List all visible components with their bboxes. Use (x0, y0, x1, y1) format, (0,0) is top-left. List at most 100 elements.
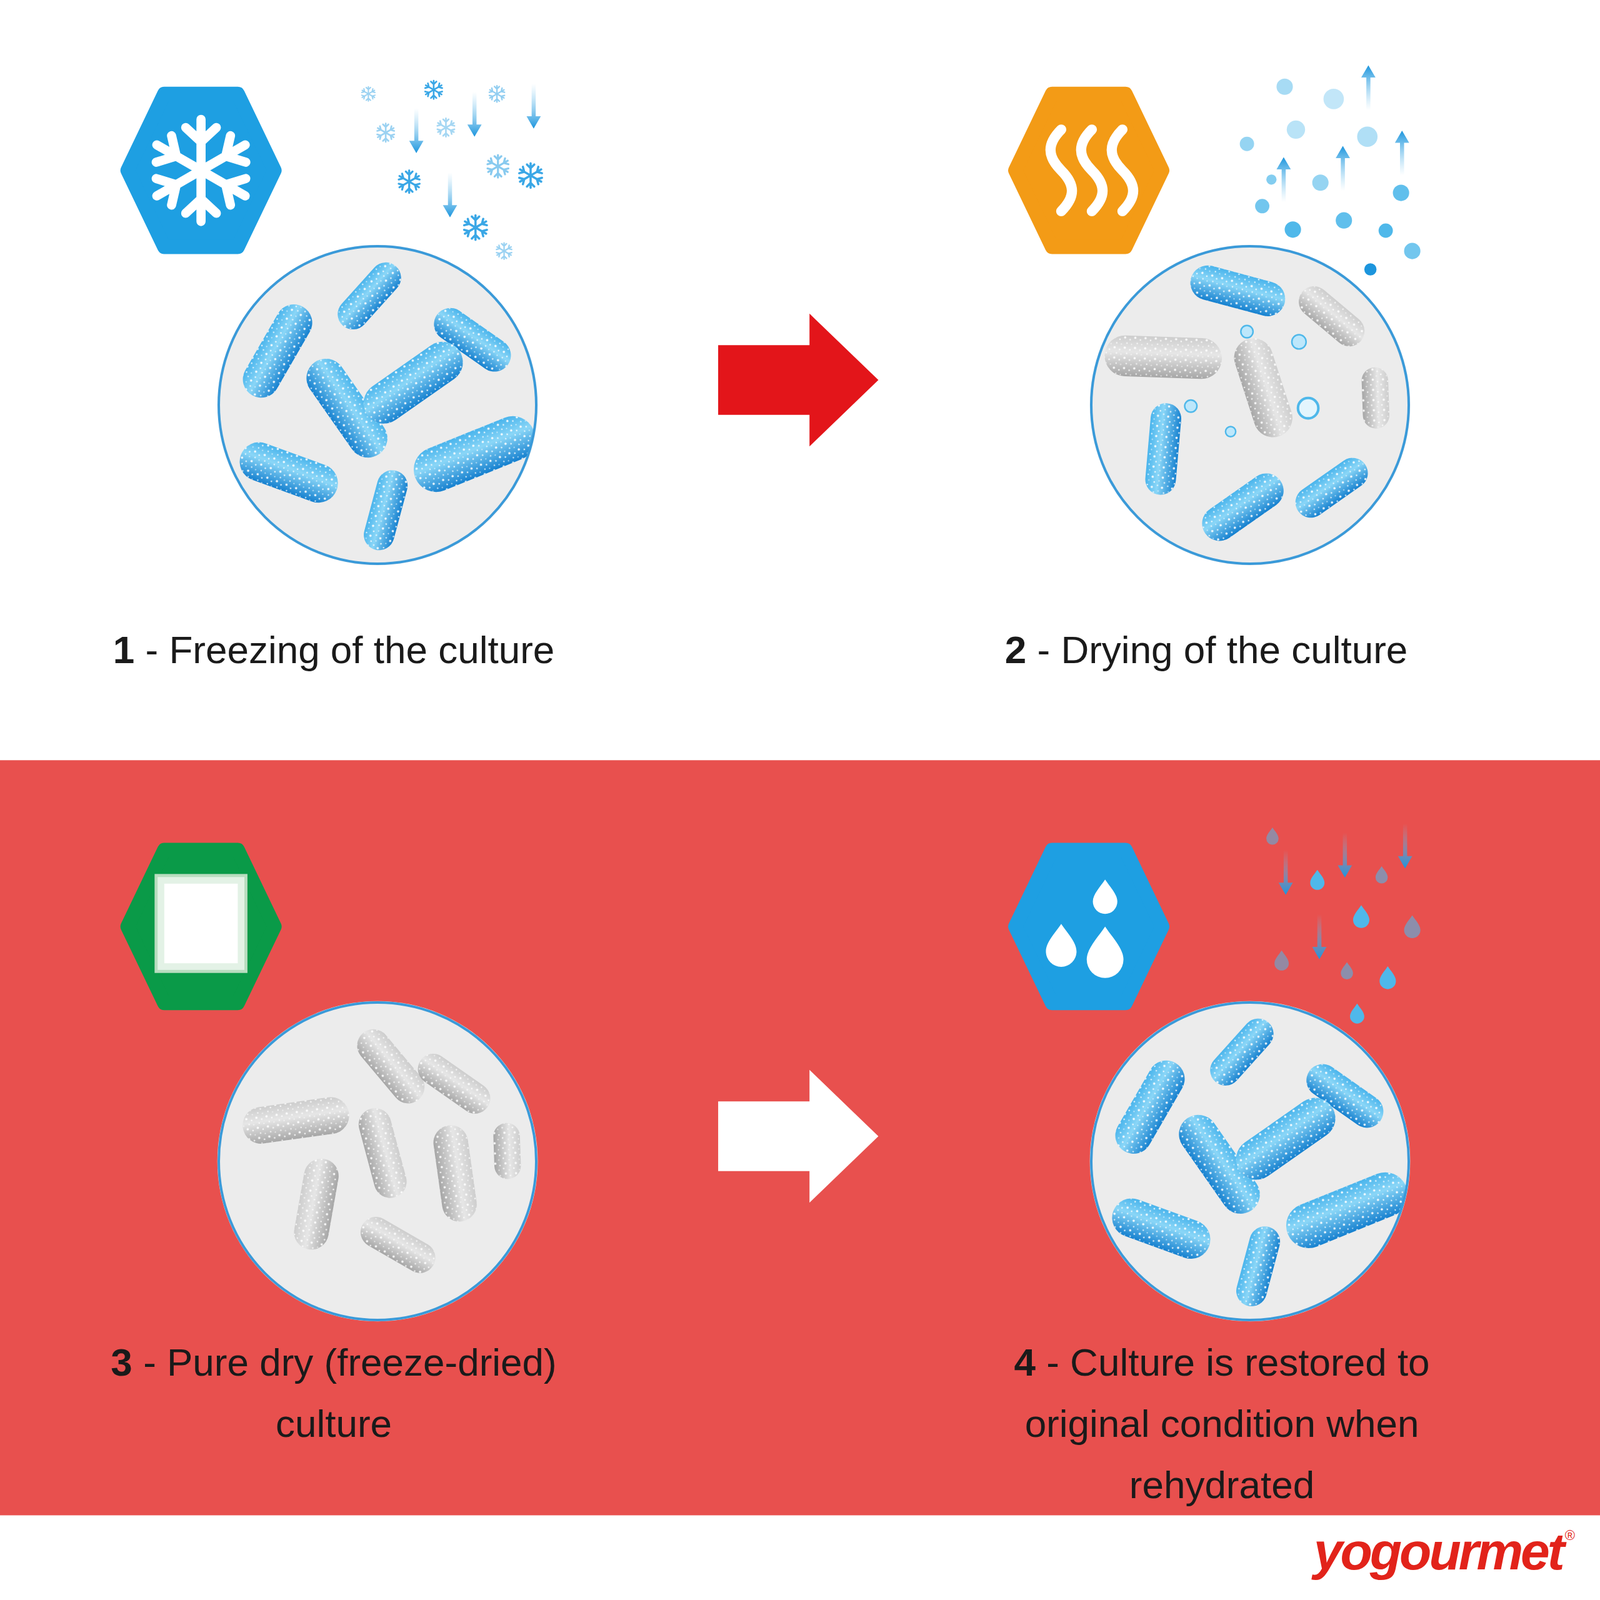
bacteria-drying (1090, 245, 1411, 566)
hexagon-heat-icon (1111, 129, 1134, 212)
down-arrows (1278, 850, 1294, 895)
bacteria-restored (1228, 1090, 1344, 1189)
circle-outline (1091, 246, 1409, 564)
down-arrows (409, 108, 424, 154)
up-arrows (1395, 130, 1410, 176)
bacteria-drying (1289, 451, 1374, 524)
down-arrows (443, 172, 458, 218)
bacteria-drying (1186, 261, 1289, 320)
bacteria-restored (1106, 1193, 1217, 1265)
bacteria-dried (411, 1047, 497, 1120)
process-arrow (718, 1070, 879, 1203)
rising-vapour (1255, 198, 1270, 214)
step-text: - Culture is restored to original condit… (1025, 1340, 1430, 1507)
step-text: - Drying of the culture (1037, 628, 1409, 672)
falling-snowflakes (436, 118, 456, 137)
bacteria-drying (1195, 466, 1290, 549)
step-circle: 3- Pure dry (freeze-dried) culture (217, 1001, 538, 1322)
bacteria-drying (1090, 245, 1411, 566)
up-arrows (1361, 65, 1376, 110)
falling-drops (1340, 962, 1354, 980)
red-band (0, 760, 1600, 1515)
bacteria-restored (1279, 1165, 1415, 1255)
circle-outline (217, 245, 538, 565)
bacteria-dried (431, 1123, 480, 1224)
down-arrows (467, 91, 482, 137)
down-arrows (409, 83, 542, 218)
bacteria-restored (1233, 1223, 1284, 1310)
bacteria-dried (217, 1001, 539, 1322)
bacteria-fresh (331, 256, 408, 336)
logo: yogourmet® (1313, 1525, 1575, 1578)
brand-logo: yogourmet (1313, 1521, 1563, 1581)
rising-vapour (1378, 223, 1394, 239)
hexagon-heat-icon (1050, 129, 1072, 212)
circle-outline (218, 246, 537, 564)
bacteria-drying (1228, 333, 1297, 442)
bacteria-fresh (406, 409, 542, 499)
rising-vapour (1356, 126, 1378, 147)
hexagon-heat-icon (1050, 129, 1134, 212)
bacteria-fresh (217, 245, 542, 566)
bacteria-fresh (331, 256, 408, 336)
illustration (0, 65, 1600, 1515)
step-caption: 2- Drying of the culture (893, 619, 1519, 681)
bacteria-dried (291, 1155, 342, 1252)
down-arrows (1337, 832, 1352, 878)
step-circle: 4- Culture is restored to original condi… (1090, 1001, 1410, 1322)
step-caption: 3- Pure dry (freeze-dried) culture (58, 1331, 609, 1455)
hexagon-water-icon (1093, 879, 1118, 914)
rising-vapour (1276, 78, 1293, 95)
falling-snowflakes (488, 85, 506, 102)
bacteria-drying (1186, 261, 1289, 320)
bacteria-dried (355, 1104, 410, 1202)
step-text: - Pure dry (freeze-dried) culture (143, 1340, 557, 1445)
bacteria-restored (1090, 1001, 1415, 1322)
bacteria-drying (1195, 466, 1290, 549)
circle-outline (217, 1001, 538, 1322)
bacteria-restored (1279, 1165, 1415, 1255)
circle-outline (1090, 245, 1410, 565)
circle-outline (1091, 1002, 1409, 1320)
step-caption: 1- Freezing of the culture (21, 619, 647, 681)
bacteria-drying (1361, 366, 1390, 429)
step-circle: 1- Freezing of the culture (217, 245, 538, 565)
bacteria-fresh (234, 436, 344, 509)
step-number: 2 (1005, 628, 1027, 672)
bacteria-drying (1103, 335, 1223, 380)
bacteria-drying (1195, 466, 1290, 549)
falling-drops (1350, 1003, 1365, 1024)
bacteria-fresh (331, 256, 408, 336)
step-text: - Freezing of the culture (145, 628, 555, 672)
bacteria-fresh (234, 436, 344, 509)
bacteria-restored (1228, 1090, 1344, 1189)
down-arrows (1398, 823, 1413, 869)
falling-drops (1274, 950, 1289, 971)
bacteria-drying (1143, 401, 1183, 497)
up-arrows (1276, 156, 1291, 202)
step-number: 3 (110, 1340, 132, 1384)
hexagon-sachet-icon (127, 850, 275, 1004)
bacteria-drying (1186, 261, 1289, 320)
bacteria-drying (1361, 366, 1390, 429)
down-arrows (1312, 914, 1327, 960)
bacteria-drying (1291, 335, 1307, 350)
bacteria-fresh (355, 333, 472, 432)
rising-vapour (1404, 243, 1421, 260)
bacteria-dried (355, 1104, 410, 1202)
falling-snowflakes (361, 80, 544, 260)
hexagon-water-icon (1015, 850, 1162, 1004)
bacteria-restored (1233, 1223, 1284, 1310)
rising-vapour (1393, 185, 1410, 202)
falling-snowflakes (495, 243, 513, 260)
bacteria-dried (411, 1047, 497, 1120)
bacteria-dried (355, 1211, 442, 1279)
process-arrow (718, 313, 879, 447)
bacteria-drying (1143, 401, 1183, 497)
circle-outline (1090, 1001, 1410, 1322)
step-circle: 2- Drying of the culture (1090, 245, 1410, 565)
up-arrows (1335, 145, 1350, 191)
bacteria-drying (1185, 400, 1198, 413)
down-arrows (1278, 823, 1413, 960)
rising-vapour (1266, 174, 1277, 185)
